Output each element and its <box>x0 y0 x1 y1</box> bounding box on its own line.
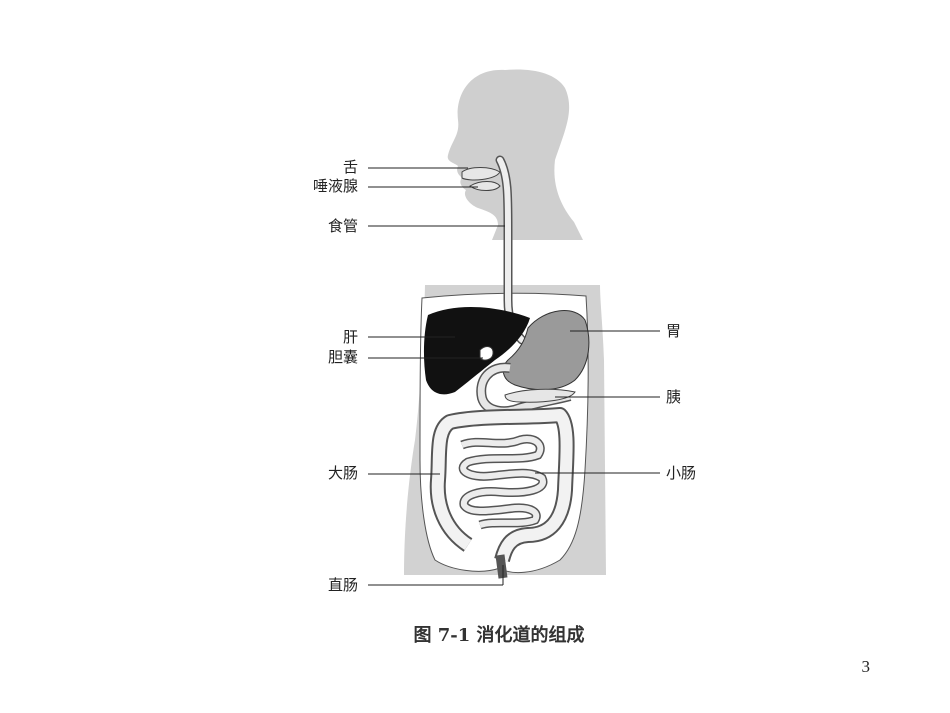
leader-lines <box>368 167 660 586</box>
head-silhouette <box>447 69 583 240</box>
label-large-intestine: 大肠 <box>327 464 358 482</box>
stomach-shape <box>502 310 590 391</box>
label-salivary-gland: 唾液腺 <box>312 177 358 195</box>
label-pancreas: 胰 <box>666 388 682 406</box>
salivary-gland-shape <box>469 181 501 191</box>
label-liver: 肝 <box>342 328 358 346</box>
page-number: 3 <box>861 657 871 676</box>
gallbladder-shape <box>479 346 494 361</box>
label-esophagus: 食管 <box>327 217 358 235</box>
liver-shape <box>423 307 530 395</box>
figure-caption: 图 7-1 消化道的组成 <box>413 625 585 646</box>
label-gallbladder: 胆囊 <box>327 348 358 366</box>
pancreas-shape <box>504 388 576 403</box>
label-small-intestine: 小肠 <box>666 464 697 482</box>
label-stomach: 胃 <box>666 322 682 340</box>
label-rectum: 直肠 <box>327 576 358 594</box>
label-tongue: 舌 <box>342 158 358 176</box>
